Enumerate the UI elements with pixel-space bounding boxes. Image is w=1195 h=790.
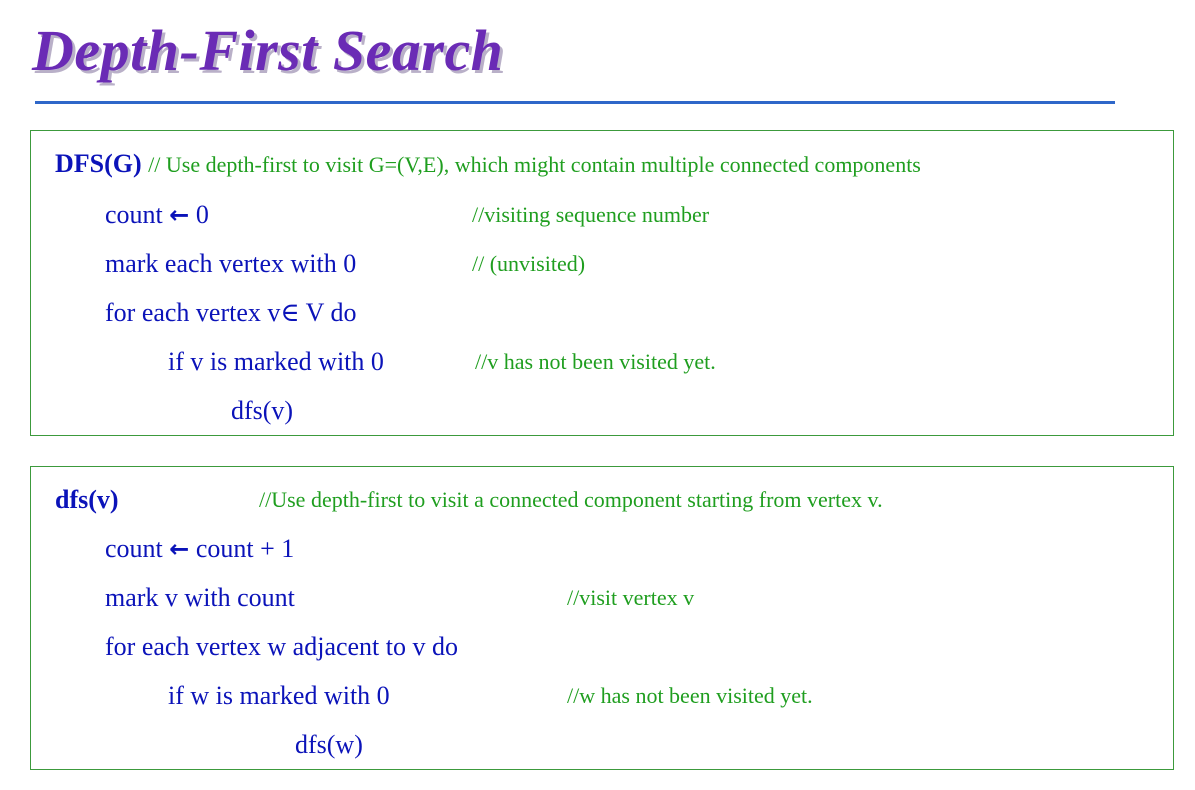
title-underline xyxy=(35,101,1115,104)
dfs-vertex-line-mark: mark v with count xyxy=(105,583,295,612)
dfs-graph-header: DFS(G) // Use depth-first to visit G=(V,… xyxy=(55,149,921,180)
dfs-graph-line-for-each: for each vertex v∈ V do xyxy=(105,298,357,327)
count-var: count xyxy=(105,200,163,229)
dfs-graph-pseudocode-box: DFS(G) // Use depth-first to visit G=(V,… xyxy=(30,130,1174,436)
dfs-vertex-line-if-unvisited: if w is marked with 0 xyxy=(168,681,390,710)
assign-arrow-icon: ← xyxy=(169,201,190,229)
dfs-graph-if-comment: //v has not been visited yet. xyxy=(475,349,716,374)
count-var: count xyxy=(105,534,163,563)
dfs-vertex-pseudocode-box: dfs(v) //Use depth-first to visit a conn… xyxy=(30,466,1174,770)
dfs-graph-line-if-unvisited: if v is marked with 0 xyxy=(168,347,384,376)
dfs-graph-header-comment: // Use depth-first to visit G=(V,E), whi… xyxy=(148,152,921,177)
dfs-graph-function-name: DFS(G) xyxy=(55,149,142,178)
dfs-vertex-header-comment: //Use depth-first to visit a connected c… xyxy=(259,487,883,512)
dfs-vertex-line-for-each: for each vertex w adjacent to v do xyxy=(105,632,459,661)
dfs-graph-line-mark-all: mark each vertex with 0 xyxy=(105,249,357,278)
dfs-vertex-function-name: dfs(v) xyxy=(55,485,119,514)
dfs-vertex-header: dfs(v) xyxy=(55,485,119,515)
slide-title: Depth-First Search xyxy=(32,18,504,83)
dfs-vertex-mark-comment: //visit vertex v xyxy=(567,585,695,610)
dfs-vertex-if-comment: //w has not been visited yet. xyxy=(567,683,813,708)
dfs-graph-count-comment: //visiting sequence number xyxy=(472,202,710,227)
assign-arrow-icon: ← xyxy=(169,535,190,563)
dfs-graph-line-count-init: count ← 0 xyxy=(105,200,209,230)
dfs-vertex-line-count-inc: count ← count + 1 xyxy=(105,534,294,564)
dfs-graph-line-call: dfs(v) xyxy=(231,396,294,425)
dfs-vertex-line-recursive-call: dfs(w) xyxy=(295,730,363,759)
count-init-value: 0 xyxy=(195,200,209,229)
dfs-graph-mark-comment: // (unvisited) xyxy=(472,251,586,276)
count-increment-expr: count + 1 xyxy=(195,534,295,563)
